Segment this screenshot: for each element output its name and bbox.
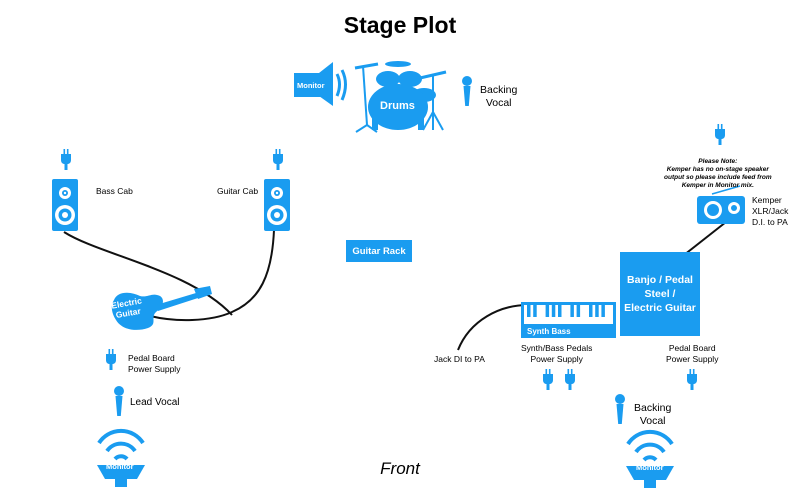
- kemper-label: Kemper XLR/Jack D.I. to PA: [752, 195, 789, 227]
- monitor-right-label: Monitor: [636, 463, 664, 472]
- guitar-cab-cable: [149, 229, 275, 322]
- backing-vocal-bottom-label: Backing Vocal: [634, 402, 672, 427]
- drum-kit-icon: [354, 61, 447, 133]
- radio-amp-icon: [697, 185, 745, 224]
- keyboard-black-key: [595, 305, 599, 317]
- keyboard-black-key: [570, 305, 574, 317]
- keyboard-icon: [521, 302, 616, 338]
- monitor-left-label: Monitor: [106, 462, 134, 471]
- drums-label: Drums: [380, 100, 415, 112]
- guitar-cab-label: Guitar Cab: [217, 186, 259, 196]
- pedal-board-right-label: Pedal Board Power Supply: [666, 343, 719, 364]
- jack-di-label: Jack DI to PA: [434, 354, 485, 364]
- synth-bass-label: Synth Bass: [527, 327, 571, 336]
- bass-cab-label: Bass Cab: [96, 186, 133, 196]
- synth-pedals-power-label: Synth/Bass Pedals Power Supply: [521, 343, 593, 364]
- keyboard-black-key: [589, 305, 593, 317]
- electric-guitar-icon: [111, 286, 212, 330]
- kemper-cable: [683, 221, 727, 256]
- lead-vocal-label: Lead Vocal: [130, 397, 180, 408]
- front-label: Front: [380, 459, 420, 478]
- keyboard-black-key: [527, 305, 531, 317]
- keyboard-black-key: [576, 305, 581, 317]
- keyboard-black-key: [533, 305, 537, 317]
- page-title: Stage Plot: [343, 12, 457, 38]
- keyboard-black-key: [601, 305, 605, 317]
- pedal-board-left-label: Pedal Board Power Supply: [128, 353, 181, 374]
- banjo-pedal-steel-guitar-box: Banjo / Pedal Steel / Electric Guitar: [620, 252, 700, 336]
- guitar-rack: Guitar Rack: [346, 240, 412, 262]
- keyboard-black-key: [545, 305, 550, 317]
- backing-vocal-top-label: Backing Vocal: [480, 84, 518, 109]
- top-monitor-icon: [294, 62, 347, 106]
- kemper-note: Please Note: Kemper has no on-stage spea…: [664, 158, 772, 189]
- monitor-top-label: Monitor: [297, 81, 325, 90]
- bass-cab-cable: [63, 231, 233, 316]
- keyboard-black-key: [551, 305, 556, 317]
- keyboard-black-key: [558, 305, 562, 317]
- jack-di-cable: [457, 304, 529, 351]
